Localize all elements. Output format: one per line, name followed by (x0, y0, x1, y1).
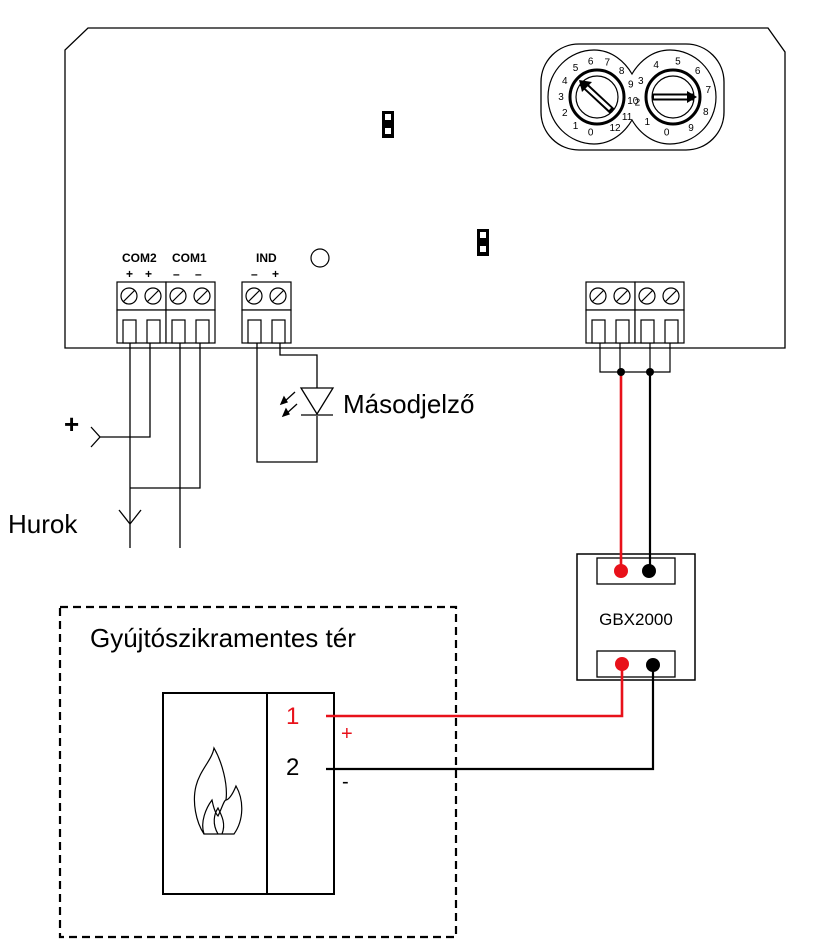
terminal-block-com2[interactable] (116, 281, 167, 344)
rotary-switch-tens[interactable] (568, 68, 626, 126)
dial-number: 7 (706, 85, 712, 96)
dial-number: 1 (645, 117, 651, 128)
status-led (310, 248, 330, 268)
dial-number: 12 (609, 123, 621, 134)
dial-number: 5 (675, 56, 681, 67)
dial-number: 11 (622, 112, 633, 123)
dial-units-scale: 0 12 34 5 67 89 (635, 56, 712, 138)
dial-number: 8 (703, 107, 709, 118)
terminal-blocks (116, 281, 685, 344)
terminal-screw-icon[interactable] (193, 287, 211, 305)
terminal-label-com2: COM2 (122, 251, 157, 265)
loop-wiring (90, 343, 318, 548)
barrier-label: GBX2000 (599, 610, 673, 629)
dial-number: 0 (664, 128, 670, 139)
wire-junctions (614, 368, 660, 672)
dial-number: 5 (573, 63, 579, 74)
dial-number: 2 (562, 108, 568, 119)
terminal-block-field-1[interactable] (585, 281, 636, 344)
polarity-com2-a: + (126, 267, 133, 281)
terminal-screw-icon[interactable] (638, 287, 656, 305)
terminal-screw-icon[interactable] (120, 287, 138, 305)
detector-terminal-1: 1 (286, 703, 299, 730)
secondary-indicator-label: Másodjelző (343, 389, 475, 419)
terminal-screw-icon[interactable] (169, 287, 187, 305)
polarity-com1-a: – (173, 267, 180, 281)
loop-label: Hurok (8, 509, 78, 539)
dial-number: 3 (638, 76, 644, 87)
terminal-screw-icon[interactable] (144, 287, 162, 305)
dial-number: 6 (695, 66, 701, 77)
flame-detector: 1 2 + - (162, 692, 353, 895)
rotary-switch-units[interactable] (644, 68, 702, 126)
terminal-screw-icon[interactable] (613, 287, 631, 305)
dial-number: 6 (588, 57, 594, 68)
terminal-block-com1[interactable] (165, 281, 216, 344)
dial-number: 2 (635, 98, 641, 109)
dial-number: 9 (628, 80, 634, 91)
polarity-ind-a: – (251, 267, 258, 281)
plus-sign: + (341, 723, 353, 745)
terminal-block-field-2[interactable] (634, 281, 685, 344)
dial-number: 9 (688, 123, 694, 134)
detector-terminal-2: 2 (286, 754, 299, 781)
dial-number: 10 (627, 96, 639, 107)
terminal-screw-icon[interactable] (589, 287, 607, 305)
hazard-zone: Gyújtószikramentes tér (58, 605, 458, 939)
jumper-1 (382, 111, 394, 138)
flame-icon (193, 746, 243, 835)
polarity-ind-b: + (272, 267, 279, 281)
polarity-com1-b: – (195, 267, 202, 281)
dial-number: 7 (605, 58, 611, 69)
terminal-screw-icon[interactable] (662, 287, 680, 305)
field-wiring (326, 343, 671, 771)
terminal-block-ind[interactable] (241, 281, 292, 344)
dial-number: 1 (573, 121, 579, 132)
dial-number: 8 (619, 66, 625, 77)
dial-number: 0 (588, 128, 594, 139)
terminal-screw-icon[interactable] (245, 287, 263, 305)
dial-number: 3 (558, 92, 564, 103)
hazard-zone-label: Gyújtószikramentes tér (90, 623, 356, 653)
terminal-label-com1: COM1 (172, 251, 207, 265)
dial-number: 4 (653, 60, 659, 71)
polarity-com2-b: + (145, 267, 152, 281)
led-diode-icon (279, 387, 335, 418)
dial-number: 4 (562, 76, 568, 87)
terminal-screw-icon[interactable] (269, 287, 287, 305)
terminal-label-ind: IND (256, 251, 277, 265)
loop-plus-label: + (64, 409, 79, 439)
minus-sign: - (342, 771, 349, 793)
jumper-2 (477, 229, 489, 256)
gbx2000-barrier: GBX2000 (576, 553, 696, 681)
